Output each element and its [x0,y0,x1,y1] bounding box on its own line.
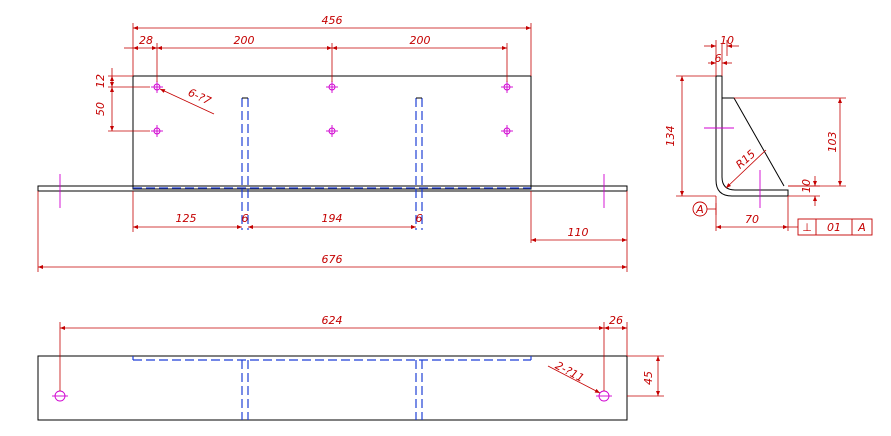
hole-marker [501,81,513,93]
radius-leader [725,149,767,189]
side-view: 10 6 134 103 R15 10 70 A ⊥ 01 A [664,34,873,236]
dim-50: 50 [94,102,107,116]
dim-194: 194 [322,212,343,225]
dim-12: 12 [94,74,107,88]
side-rib [722,97,785,187]
dim-26: 26 [609,314,623,327]
datum-label: A [695,203,704,216]
feature-control-frame: ⊥ 01 A [797,218,873,236]
hole-callout-2: 2-?11 [553,359,586,385]
hole-marker [151,125,163,137]
front-extension-lines [37,23,628,272]
plan-hole-leader [547,365,601,394]
dim-10-base: 10 [800,179,813,193]
hole-marker [326,81,338,93]
dim-676: 676 [322,253,343,266]
hole-callout-6: 6-?7 [186,86,213,108]
fcf-value: 01 [827,221,841,234]
dim-6-right: 6 [416,212,423,225]
hole-marker [151,81,163,93]
dim-110: 110 [568,226,589,239]
side-profile [715,75,789,197]
dim-134: 134 [664,126,677,147]
front-holes [151,81,513,137]
dim-70: 70 [745,213,759,226]
plan-extension-lines [59,322,664,397]
dim-200-left: 200 [234,34,255,47]
plan-view: 624 26 45 2-?11 [37,314,664,421]
dim-200-right: 200 [410,34,431,47]
hole-leader [159,88,215,115]
hole-marker [326,125,338,137]
dim-6-left: 6 [242,212,249,225]
dim-r15: R15 [733,147,758,171]
dim-6-side: 6 [715,52,722,65]
dim-28: 28 [139,34,153,47]
plan-base-outline [37,355,628,421]
dim-456: 456 [322,14,343,27]
dim-45: 45 [642,371,655,385]
dim-10-top: 10 [720,34,734,47]
front-view: 456 28 200 200 6-?7 12 50 125 6 194 6 11… [37,14,628,272]
dim-624: 624 [322,314,343,327]
dim-103: 103 [826,132,839,153]
front-base-plate [37,185,628,192]
plan-hole-left [52,390,68,402]
dim-125: 125 [176,212,197,225]
datum-marker: A [692,201,717,217]
fcf-datum: A [857,221,866,234]
hole-marker [501,125,513,137]
fcf-symbol: ⊥ [802,221,812,234]
